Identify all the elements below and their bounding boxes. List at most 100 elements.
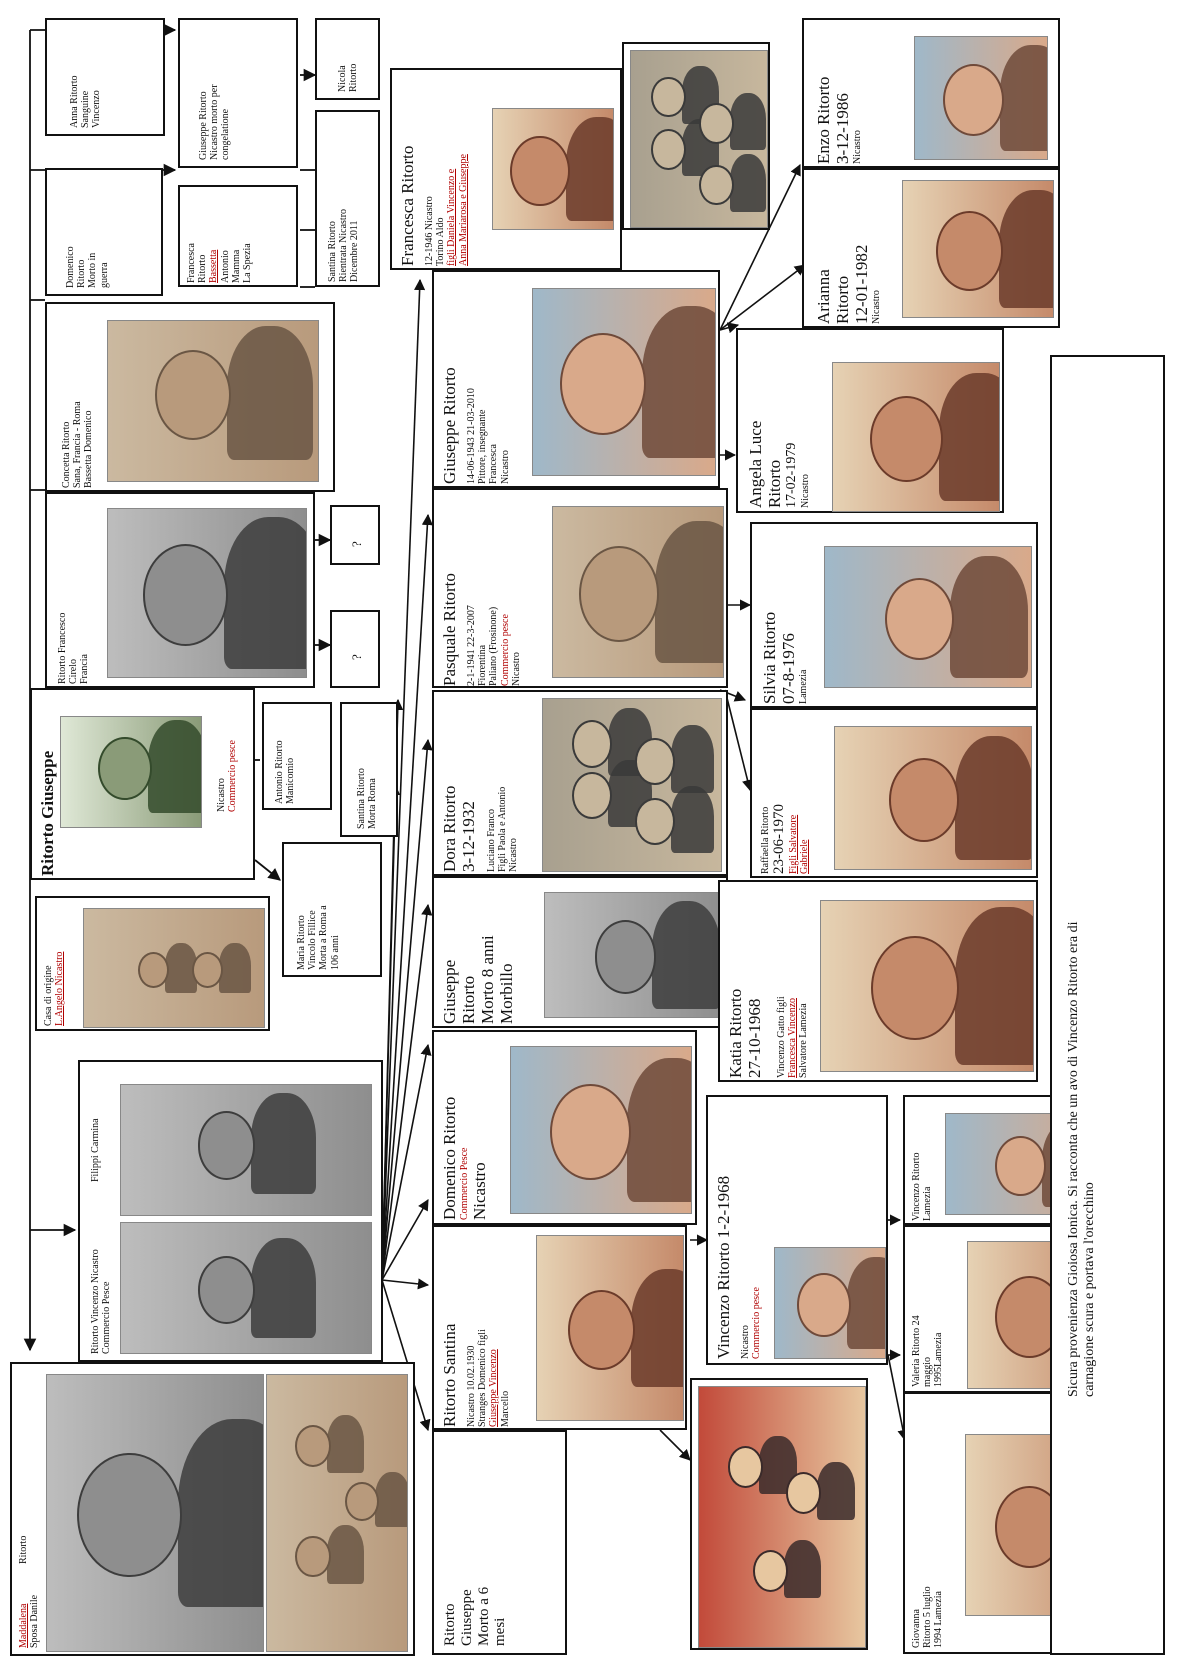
person-info: Ritorto 5 luglio bbox=[922, 1586, 934, 1648]
person-name: Ritorto bbox=[765, 459, 785, 508]
photo bbox=[83, 908, 265, 1028]
note-line: Sicura provenienza Gioiosa Ionica. Si ra… bbox=[1066, 921, 1081, 1397]
person-info: Morta a Roma a bbox=[318, 905, 330, 970]
photo bbox=[266, 1374, 408, 1652]
person-info: Morto a 6 bbox=[475, 1586, 492, 1646]
person-name: Silvia Ritorto bbox=[760, 611, 779, 704]
person-info: Marcello bbox=[499, 1390, 511, 1427]
person-name: Dora Ritorto bbox=[440, 785, 459, 872]
face-shape bbox=[651, 129, 686, 171]
face-shape bbox=[295, 1425, 331, 1467]
face-shape bbox=[935, 211, 1004, 291]
torso-shape bbox=[251, 1237, 316, 1339]
torso-shape bbox=[729, 154, 767, 212]
face-shape bbox=[138, 952, 169, 988]
person-info: Giuseppe Vincenzo bbox=[488, 1349, 500, 1427]
unknown-label: ? bbox=[349, 654, 364, 660]
person-dates: 3-12-1932 bbox=[459, 801, 479, 872]
person-dates: 27-10-1968 bbox=[745, 998, 765, 1078]
person-info: Raffaella Ritorto bbox=[760, 806, 771, 874]
person-info: Anna Ritorto bbox=[69, 75, 80, 129]
torso-shape bbox=[642, 305, 715, 459]
person-info: Torino Aldo bbox=[435, 217, 447, 266]
person-name: Maddalena bbox=[18, 1603, 29, 1648]
person-info: Ritorto bbox=[459, 975, 479, 1024]
torso-shape bbox=[652, 901, 721, 1009]
photo bbox=[902, 180, 1054, 318]
person-name: Ritorto bbox=[833, 275, 853, 324]
person-info: 1995Lamezia bbox=[933, 1332, 945, 1387]
photo bbox=[630, 50, 768, 228]
torso-shape bbox=[949, 556, 1028, 678]
person-info: 2-1-1941 22-3-2007 bbox=[466, 605, 477, 686]
person-info: Morto 8 anni bbox=[478, 935, 498, 1024]
photo bbox=[536, 1235, 684, 1421]
torso-shape bbox=[218, 943, 251, 993]
text-block: Filippi Carmina bbox=[90, 1118, 101, 1182]
person-children: Gabriele bbox=[799, 839, 811, 874]
face-shape bbox=[995, 1136, 1046, 1196]
person-info: Nicola bbox=[337, 65, 348, 92]
torso-shape bbox=[251, 1093, 316, 1194]
face-shape bbox=[197, 1255, 256, 1325]
text-block: Ritorto Santina bbox=[440, 1324, 459, 1427]
person-info: Vincenzo Gatto figli bbox=[776, 996, 787, 1078]
photo bbox=[832, 362, 1000, 512]
face-shape bbox=[634, 797, 675, 846]
person-place: Nicastro bbox=[799, 474, 811, 508]
face-shape bbox=[197, 1111, 256, 1180]
face-shape bbox=[142, 543, 229, 647]
person-info: Pittore, insegnante bbox=[477, 409, 489, 484]
photo bbox=[820, 900, 1034, 1072]
face-shape bbox=[560, 332, 647, 436]
person-info: Giuseppe bbox=[458, 1589, 475, 1646]
face-shape bbox=[797, 1273, 851, 1337]
person-name: Enzo Ritorto bbox=[814, 76, 833, 164]
face-shape bbox=[786, 1472, 822, 1514]
person-info: Francesca bbox=[186, 243, 197, 283]
torso-shape bbox=[374, 1471, 407, 1527]
torso-shape bbox=[224, 516, 306, 670]
photo bbox=[824, 546, 1032, 688]
face-shape bbox=[509, 135, 570, 207]
torso-shape bbox=[226, 325, 313, 461]
torso-shape bbox=[326, 1414, 365, 1474]
person-info: 1994 Lamezia bbox=[933, 1591, 945, 1648]
face-shape bbox=[870, 935, 960, 1041]
face-shape bbox=[888, 758, 959, 842]
person-info: Nicastro morto per bbox=[209, 84, 221, 160]
person-info: Vincolo Fillice bbox=[307, 910, 319, 970]
person-info: Giovanna bbox=[911, 1609, 922, 1648]
person-info: 106 anni bbox=[329, 935, 341, 970]
photo bbox=[107, 320, 319, 482]
person-info: Vincenzo Ritorto bbox=[911, 1152, 922, 1221]
torso-shape bbox=[670, 725, 715, 793]
person-info: Sanguine bbox=[80, 90, 92, 128]
text-block: Pasquale Ritorto bbox=[440, 573, 459, 686]
